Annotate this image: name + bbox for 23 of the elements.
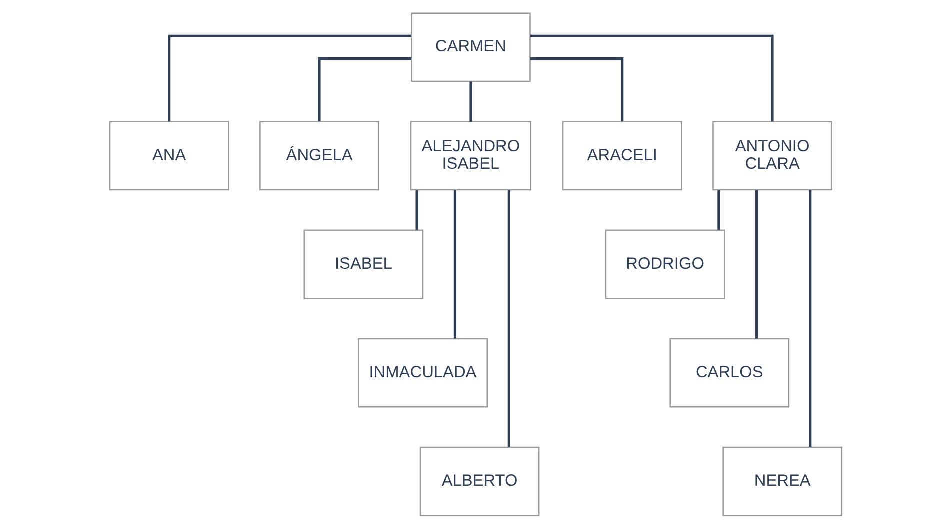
connector bbox=[454, 190, 456, 339]
node-box: CARLOS bbox=[670, 338, 790, 408]
node-box: NEREA bbox=[722, 446, 843, 516]
connector bbox=[168, 34, 412, 122]
node-box: ARACELI bbox=[562, 121, 682, 191]
node-box: ALEJANDRO ISABEL bbox=[410, 121, 532, 191]
connector bbox=[756, 190, 758, 339]
node-box: ISABEL bbox=[304, 230, 424, 300]
node-box: INMACULADA bbox=[358, 338, 488, 408]
connector bbox=[530, 34, 774, 122]
node-box: ANTONIO CLARA bbox=[712, 121, 832, 191]
node-box: ANA bbox=[109, 121, 230, 191]
connector bbox=[508, 190, 510, 448]
connector bbox=[416, 190, 418, 230]
connector bbox=[809, 190, 812, 448]
connector bbox=[318, 58, 412, 122]
connector bbox=[530, 58, 624, 122]
connector bbox=[718, 190, 720, 230]
node-box: RODRIGO bbox=[605, 230, 726, 300]
node-box: CARMEN bbox=[411, 12, 531, 82]
connector bbox=[470, 82, 472, 122]
node-box: ALBERTO bbox=[420, 446, 540, 516]
node-box: ÁNGELA bbox=[260, 121, 380, 191]
